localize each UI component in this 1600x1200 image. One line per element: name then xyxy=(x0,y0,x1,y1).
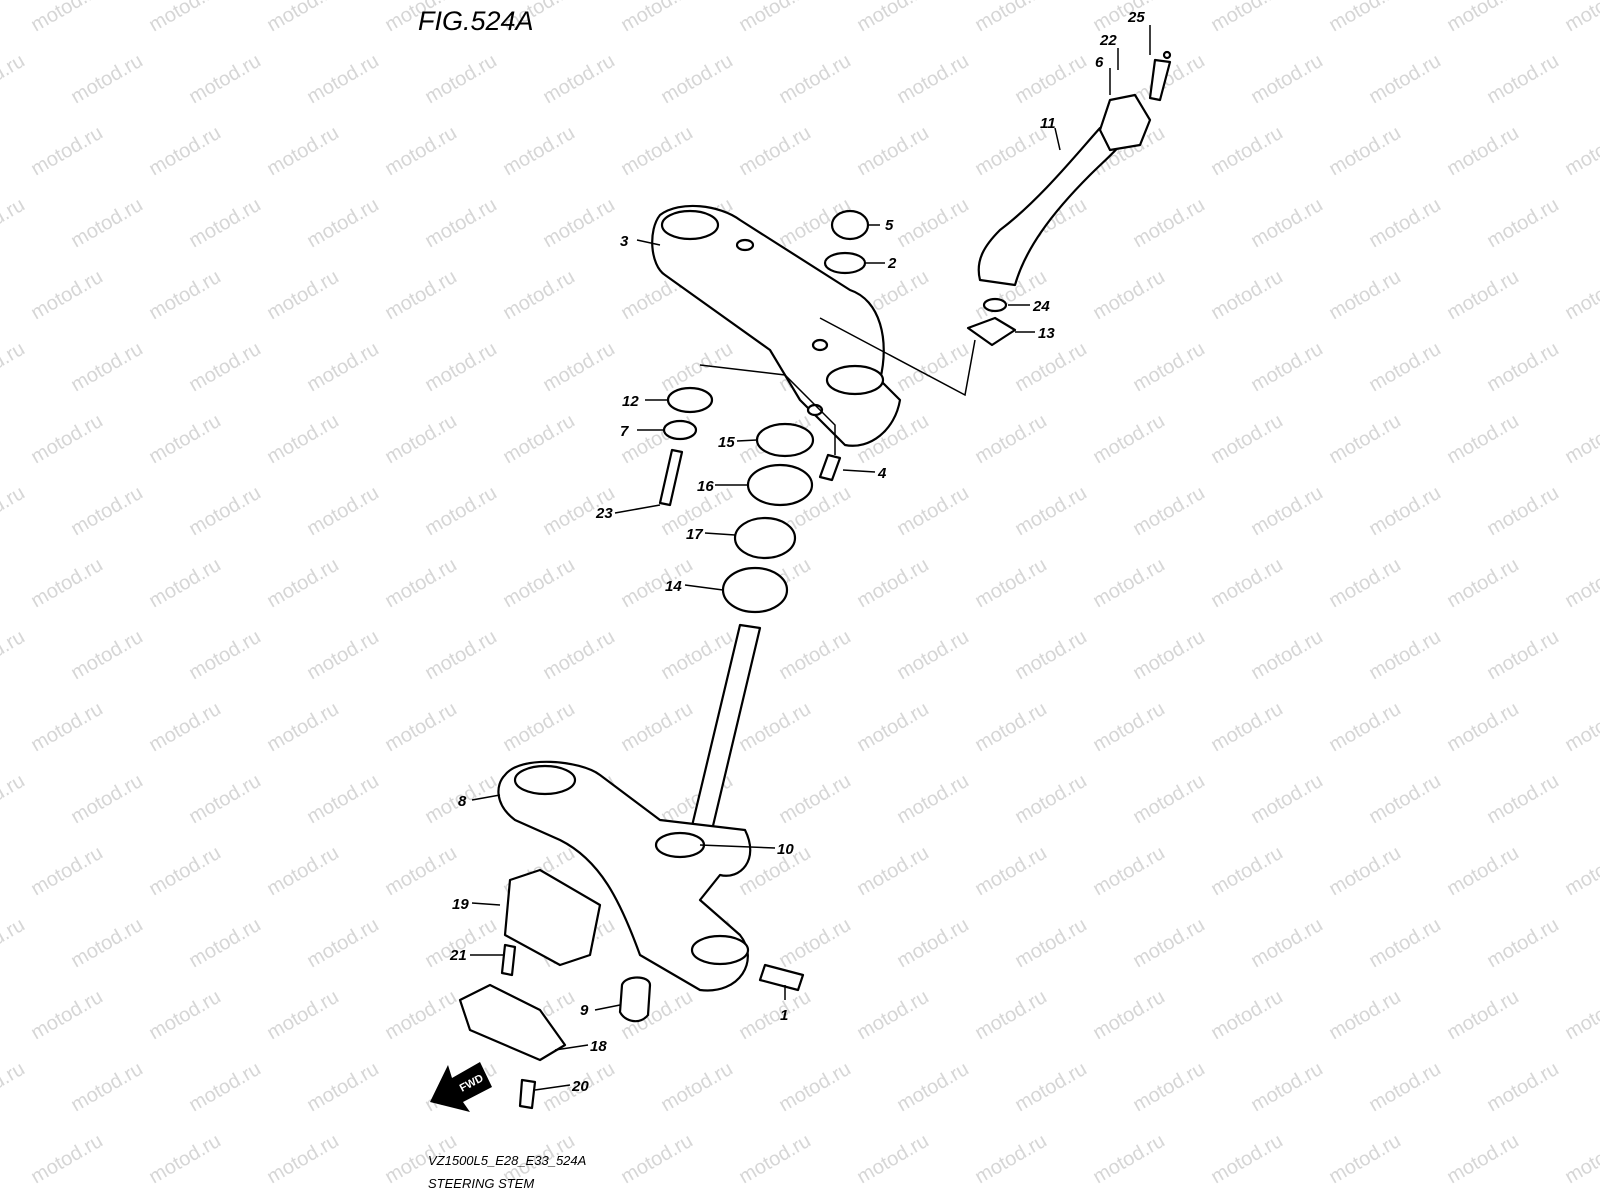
callout-20: 20 xyxy=(571,1078,589,1095)
callout-16: 16 xyxy=(697,478,714,495)
fwd-arrow: FWD xyxy=(430,1062,492,1112)
part-nut[interactable] xyxy=(755,422,815,458)
part-bolt-4[interactable] xyxy=(818,453,842,482)
callout-25: 25 xyxy=(1127,9,1145,26)
leader-lines xyxy=(470,25,1151,1091)
callout-4: 4 xyxy=(877,465,887,482)
part-clamp[interactable] xyxy=(503,868,602,967)
part-bolt-1[interactable] xyxy=(758,963,805,992)
part-upper-bracket[interactable] xyxy=(651,204,902,447)
part-seal[interactable] xyxy=(666,386,714,414)
callout-8: 8 xyxy=(458,793,467,810)
callout-22: 22 xyxy=(1099,32,1117,49)
part-bearing-14[interactable] xyxy=(721,566,789,614)
part-washer[interactable] xyxy=(823,251,867,275)
part-bolt-23[interactable] xyxy=(658,448,684,507)
part-bearing-17[interactable] xyxy=(733,516,797,560)
part-bearing-16[interactable] xyxy=(746,463,814,507)
part-washer-24[interactable] xyxy=(982,297,1008,313)
callout-1: 1 xyxy=(780,1007,788,1024)
callout-7: 7 xyxy=(620,423,629,440)
part-lock-bracket[interactable] xyxy=(458,983,567,1062)
callout-5: 5 xyxy=(885,217,894,234)
figure-code: VZ1500L5_E28_E33_524A xyxy=(428,1153,586,1168)
callout-24: 24 xyxy=(1032,298,1050,315)
callout-6: 6 xyxy=(1095,54,1104,71)
callout-17: 17 xyxy=(686,526,703,543)
callout-19: 19 xyxy=(452,896,469,913)
part-bolt-21[interactable] xyxy=(500,943,517,977)
callout-11: 11 xyxy=(1040,115,1056,132)
callout-23: 23 xyxy=(595,505,613,522)
callout-12: 12 xyxy=(622,393,639,410)
callout-15: 15 xyxy=(718,434,735,451)
callout-2: 2 xyxy=(887,255,897,272)
part-steering-stem[interactable] xyxy=(690,623,762,832)
part-lower-bracket[interactable] xyxy=(497,760,752,992)
part-cap[interactable] xyxy=(830,209,870,241)
callout-21: 21 xyxy=(449,947,467,964)
part-bushing[interactable] xyxy=(618,976,652,1023)
part-washer-7[interactable] xyxy=(662,419,698,441)
callout-3: 3 xyxy=(620,233,629,250)
figure-name: STEERING STEM xyxy=(428,1176,534,1191)
callout-13: 13 xyxy=(1038,325,1055,342)
callout-18: 18 xyxy=(590,1038,607,1055)
callout-9: 9 xyxy=(580,1002,589,1019)
callout-14: 14 xyxy=(665,578,682,595)
figure-title: FIG.524A xyxy=(418,6,534,36)
part-bolt-20[interactable] xyxy=(518,1078,537,1110)
part-plate[interactable] xyxy=(966,316,1017,347)
callout-10: 10 xyxy=(777,841,794,858)
part-handlebar[interactable] xyxy=(977,50,1172,287)
